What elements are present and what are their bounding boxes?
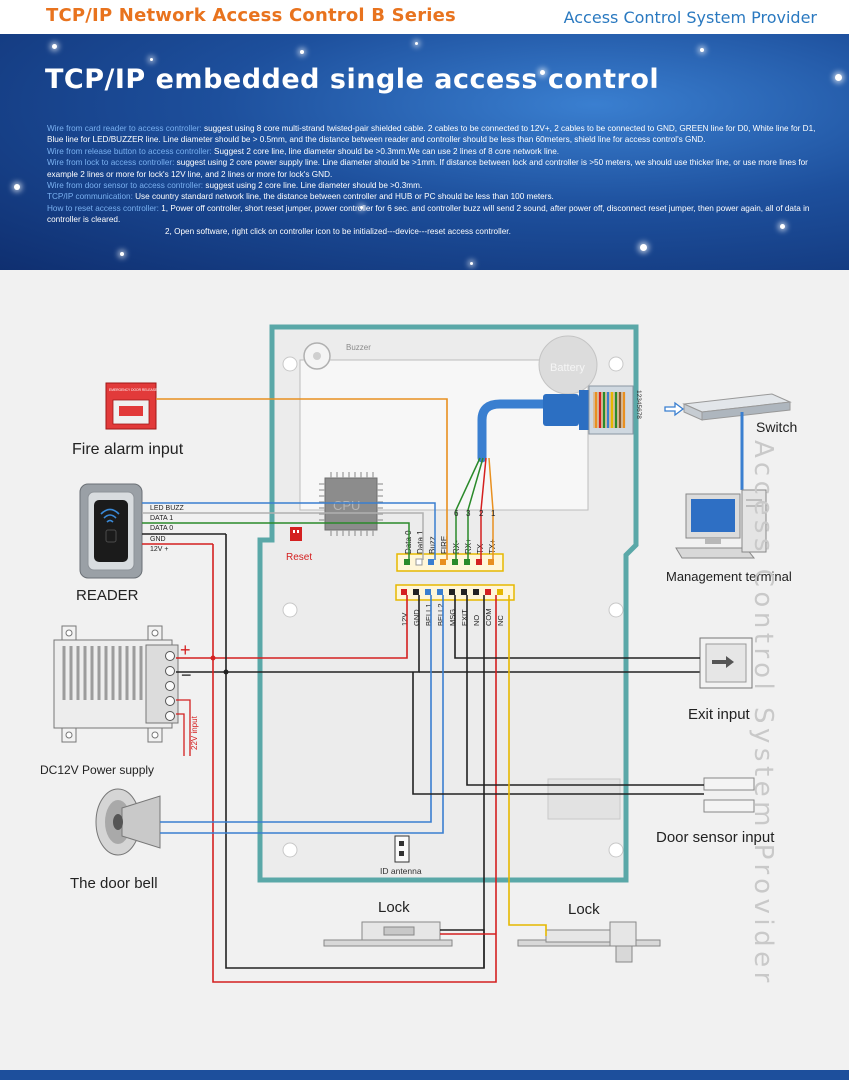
id-antenna-connector — [394, 835, 410, 863]
bottom-band — [0, 1070, 849, 1080]
reset-jumper — [290, 527, 302, 541]
rj45-pin-2: 2 — [479, 509, 484, 518]
terminal-data1: Data 1 — [416, 530, 425, 554]
watermark-text: Access Control System Provider — [748, 440, 778, 987]
lock-1-label: Lock — [378, 899, 410, 916]
terminal-exit: EXIT — [460, 609, 469, 626]
note-key: Wire from release button to access contr… — [47, 146, 212, 156]
banner: TCP/IP embedded single access control Wi… — [0, 34, 849, 270]
note-door-sensor: Wire from door sensor to access controll… — [47, 180, 829, 191]
fire-alarm-label: Fire alarm input — [72, 441, 184, 458]
exit-input-label: Exit input — [688, 706, 751, 723]
terminal-bell2: BELL2 — [436, 603, 445, 626]
computer-icon — [675, 489, 767, 559]
power-supply-icon — [53, 625, 179, 743]
reader-wire-led-buzz: LED BUZZ — [150, 505, 185, 512]
terminal-gnd: GND — [412, 609, 421, 626]
reader-wire-12v: 12V + — [150, 546, 169, 553]
card-reader-icon — [79, 483, 143, 579]
wiring-notes: Wire from card reader to access controll… — [47, 123, 829, 237]
reader-wire-data0: DATA 0 — [150, 525, 173, 532]
note-key: Wire from card reader to access controll… — [47, 124, 202, 133]
mounting-hole — [608, 842, 624, 858]
terminal-no: NO — [472, 615, 481, 626]
series-title: TCP/IP Network Access Control B Series — [46, 5, 456, 26]
note-text: suggest using 2 core line. Line diameter… — [203, 181, 423, 191]
terminal-fire: FIRE — [440, 536, 449, 554]
top-terminal-block — [396, 553, 504, 572]
terminal-buzz: Buzz — [428, 536, 437, 554]
minus-sign: − — [181, 665, 192, 685]
lock-1-icon — [323, 921, 453, 947]
mounting-hole — [282, 356, 298, 372]
wiring-diagram: Buzzer Battery CPU Reset ID antenna Data… — [40, 324, 797, 983]
exit-button-icon — [699, 637, 753, 689]
note-release-button: Wire from release button to access contr… — [47, 146, 829, 157]
fire-box-text: EMERGENCY DOOR RELEASE — [109, 388, 158, 392]
terminal-msg: MSG — [448, 609, 457, 626]
mounting-hole — [608, 356, 624, 372]
door-bell-label: The door bell — [70, 875, 158, 892]
rj45-plug: 12345678 — [477, 385, 642, 463]
psu-input-label: 22V input — [190, 715, 199, 750]
note-key: TCP/IP communication: — [47, 192, 133, 202]
reader-label: READER — [76, 587, 139, 604]
plus-sign: + — [180, 640, 191, 660]
reader-wire-data1: DATA 1 — [150, 515, 173, 522]
lock-2-label: Lock — [568, 901, 600, 918]
terminal-bell1: BELL1 — [424, 603, 433, 626]
note-reader: Wire from card reader to access controll… — [47, 123, 829, 146]
note-text: suggest using 2 core power supply line. … — [47, 158, 808, 179]
provider-title: Access Control System Provider — [563, 8, 817, 27]
terminal-12v: 12V — [400, 613, 409, 626]
link-arrow-icon — [664, 401, 685, 417]
switch-icon — [682, 393, 792, 421]
note-key: How to reset access controller: — [47, 203, 159, 213]
buzzer-label: Buzzer — [346, 343, 371, 352]
id-antenna-label: ID antenna — [380, 866, 422, 876]
terminal-nc: NC — [496, 615, 505, 626]
note-text: Use country standard network line, the d… — [132, 192, 554, 202]
terminal-com: COM — [484, 609, 493, 627]
note-text: suggest using 8 core multi-strand twiste… — [47, 124, 816, 145]
cpu-label: CPU — [333, 498, 360, 513]
note-text: Suggest 2 core line, line diameter shoul… — [211, 146, 560, 156]
switch-label: Switch — [756, 419, 797, 435]
rj45-pin-1: 1 — [491, 509, 496, 518]
power-supply-label: DC12V Power supply — [40, 763, 154, 777]
note-tcpip: TCP/IP communication: Use country standa… — [47, 191, 829, 202]
cpu-chip: CPU — [319, 472, 383, 536]
note-reset-step-2: 2, Open software, right click on control… — [165, 226, 511, 236]
door-sensor-label: Door sensor input — [656, 829, 775, 846]
mounting-hole — [608, 602, 624, 618]
banner-title: TCP/IP embedded single access control — [45, 64, 660, 95]
header-strip: TCP/IP Network Access Control B Series A… — [0, 0, 849, 34]
rj45-pin-3: 3 — [466, 509, 471, 518]
fire-alarm-icon: EMERGENCY DOOR RELEASE — [105, 382, 158, 430]
rj45-pin-6: 6 — [454, 509, 459, 518]
note-key: Wire from door sensor to access controll… — [47, 181, 204, 191]
door-bell-icon — [95, 788, 161, 856]
mounting-hole — [282, 602, 298, 618]
note-text: 1, Power off controller, short reset jum… — [47, 203, 810, 225]
rj45-pin-numbers: 12345678 — [635, 390, 642, 419]
mounting-hole — [282, 842, 298, 858]
note-reset: How to reset access controller: 1, Power… — [47, 203, 829, 226]
note-key: Wire from lock to access controller: — [47, 158, 175, 168]
reader-wire-gnd: GND — [150, 536, 166, 543]
management-terminal-label: Management terminal — [666, 569, 792, 584]
door-sensor-icon — [703, 777, 755, 813]
reset-label: Reset — [286, 552, 312, 563]
lock-2-icon — [517, 921, 661, 963]
battery-label: Battery — [550, 362, 585, 374]
note-lock: Wire from lock to access controller: sug… — [47, 157, 829, 180]
